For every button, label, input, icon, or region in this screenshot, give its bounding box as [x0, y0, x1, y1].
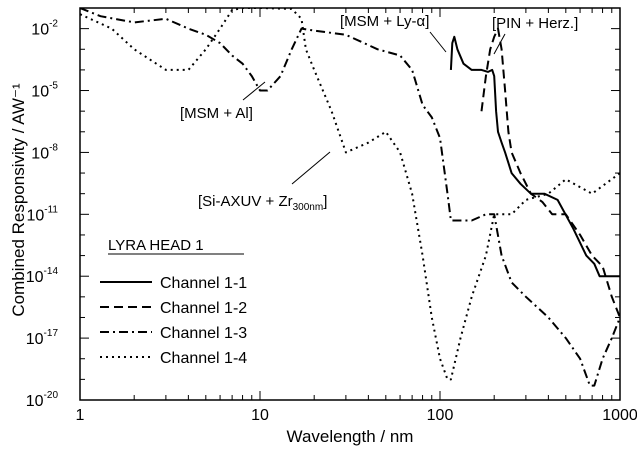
annotation-msm-al-leader — [242, 81, 266, 101]
x-tick-label: 1 — [76, 407, 85, 424]
annotation-pin-herz-leader — [493, 33, 506, 55]
legend-label: Channel 1-3 — [160, 325, 247, 342]
annotation-si-axuv: [Si-AXUV + Zr300nm] — [198, 193, 327, 213]
x-tick-label: 1000 — [602, 407, 637, 424]
plot-frame — [79, 7, 621, 401]
annotation-msm-lya: [MSM + Ly-α] — [340, 13, 429, 30]
legend-title: LYRA HEAD 1 — [108, 237, 204, 254]
y-axis-label: Combined Responsivity / AW⁻¹ — [9, 83, 28, 317]
x-axis: 1 10 100 1000 — [76, 8, 637, 424]
y-tick-label: 10-14 — [26, 266, 59, 286]
series-line-1 — [449, 35, 620, 278]
legend-label: Channel 1-2 — [160, 300, 247, 317]
x-axis-label: Wavelength / nm — [287, 427, 414, 446]
y-tick-label: 10-2 — [31, 19, 58, 39]
annotation-si-axuv-main: [Si-AXUV + Zr — [198, 193, 293, 210]
annotation-si-axuv-leader — [291, 151, 331, 185]
annotations: [MSM + Al] [MSM + Ly-α] [PIN + Herz.] [S… — [180, 13, 578, 213]
annotation-si-axuv-suffix: ] — [323, 193, 327, 210]
annotation-si-axuv-sub: 300nm — [293, 202, 324, 213]
x-tick-label: 10 — [251, 407, 269, 424]
x-tick-label: 100 — [427, 407, 454, 424]
y-tick-label: 10-20 — [26, 390, 59, 410]
annotation-pin-herz: [PIN + Herz.] — [492, 15, 578, 32]
y-tick-label: 10-17 — [26, 328, 59, 348]
y-axis: 10-2 10-5 10-8 10-11 10-14 10-17 10-20 — [26, 7, 620, 410]
annotation-msm-lya-leader — [429, 31, 447, 53]
series-line-4 — [80, 8, 620, 381]
series-line-3 — [80, 8, 620, 387]
y-tick-label: 10-8 — [31, 142, 58, 162]
legend-label: Channel 1-1 — [160, 275, 247, 292]
legend-label: Channel 1-4 — [160, 350, 247, 367]
y-tick-label: 10-11 — [26, 204, 58, 224]
annotation-msm-al: [MSM + Al] — [180, 105, 253, 122]
y-tick-label: 10-5 — [31, 81, 58, 101]
series-line-2 — [480, 27, 620, 318]
